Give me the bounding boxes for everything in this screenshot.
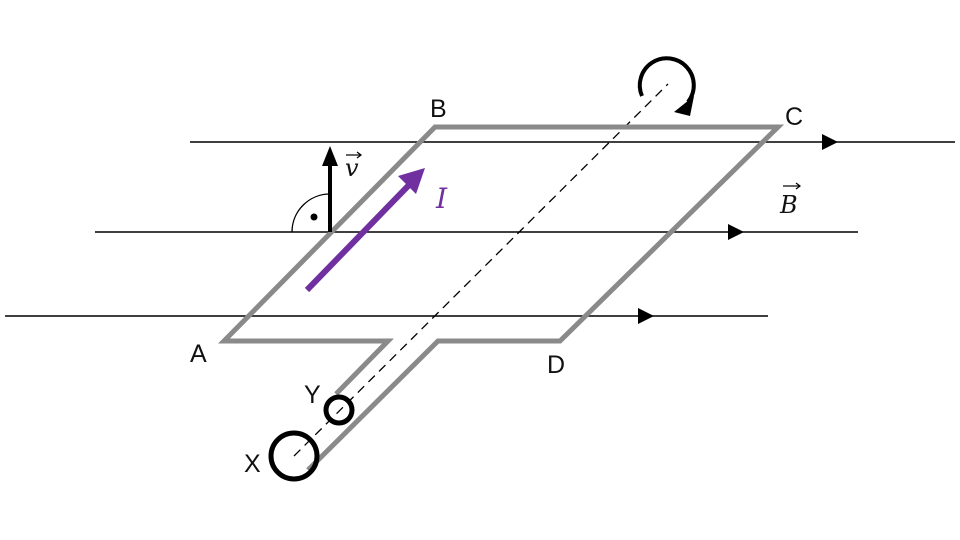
svg-text:v: v <box>345 154 359 182</box>
rotation-axis <box>293 83 669 457</box>
right-angle-dot <box>310 213 318 221</box>
field-line-top <box>190 134 955 150</box>
point-label-c: C <box>785 103 803 131</box>
point-label-b: B <box>430 95 447 123</box>
point-label-a: A <box>190 340 207 368</box>
terminal-x <box>268 430 320 482</box>
field-arrowhead-icon <box>638 308 654 324</box>
field-arrowhead-icon <box>822 134 838 150</box>
current-arrow <box>304 168 425 293</box>
rotation-arrow-icon <box>637 56 696 116</box>
right-angle-arc <box>291 193 331 233</box>
field-line-middle <box>95 224 858 240</box>
current-label: I <box>435 182 448 215</box>
field-label: B <box>779 182 801 219</box>
velocity-label: v <box>345 151 362 182</box>
velocity-vector <box>322 146 338 232</box>
svg-text:B: B <box>779 191 798 219</box>
point-label-d: D <box>547 351 565 379</box>
field-line-bottom <box>5 308 768 324</box>
terminal-y <box>323 394 355 426</box>
terminal-label-y: Y <box>304 381 321 409</box>
field-arrowhead-icon <box>728 224 744 240</box>
conducting-loop <box>218 124 785 472</box>
terminal-label-x: X <box>244 450 261 478</box>
